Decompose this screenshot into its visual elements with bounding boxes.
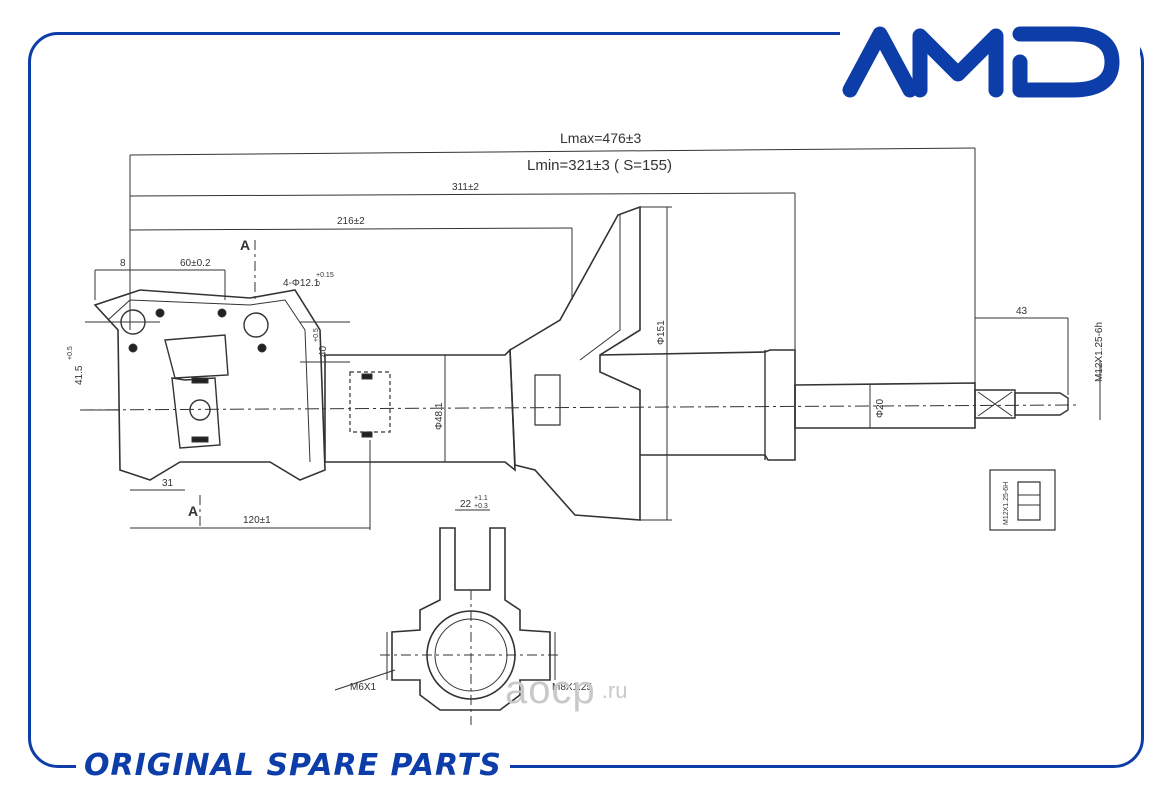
dim-22-tol2-label: +0.3 xyxy=(474,503,488,510)
dim-48-label: Φ48.1 xyxy=(434,402,445,430)
dim-22-tol-label: +1.1 xyxy=(474,495,488,502)
dim-41-5-label: 41.5 xyxy=(74,365,85,385)
thread-top-label: M12X1.25-6h xyxy=(1094,322,1105,382)
dim-311-label: 311±2 xyxy=(452,182,479,193)
strut-tube xyxy=(324,348,516,472)
dim-41-5-tol-label: +0.5 xyxy=(67,346,74,360)
upper-body xyxy=(599,349,796,461)
center-line xyxy=(79,404,1081,411)
dim-43-label: 43 xyxy=(1016,306,1028,317)
watermark-tld: .ru xyxy=(601,677,628,703)
mounting-bracket xyxy=(93,289,326,481)
dim-22-label: 22 xyxy=(460,499,472,510)
lmin-label: Lmin=321±3 ( S=155) xyxy=(527,157,672,174)
watermark: aocp .ru xyxy=(505,668,627,713)
piston-rod xyxy=(794,382,976,429)
dim-40-tol-label: +0.5 xyxy=(313,328,320,342)
dim-60-label: 60±0.2 xyxy=(180,258,211,269)
dim-120-label: 120±1 xyxy=(243,515,271,526)
dim-20-label: Φ20 xyxy=(875,398,886,418)
dim-216-label: 216±2 xyxy=(337,216,365,227)
dim-216-line xyxy=(129,227,573,231)
hole-tol-label: +0.15 xyxy=(316,272,334,279)
watermark-text: aocp xyxy=(505,668,596,712)
amd-logo xyxy=(840,22,1140,100)
section-a-top-label: A xyxy=(240,237,250,253)
m6-label: M6X1 xyxy=(350,682,377,693)
section-a-bottom-label: A xyxy=(188,503,198,519)
dim-31-label: 31 xyxy=(162,478,174,489)
dim-40-label: 40 xyxy=(318,345,329,357)
dim-151-label: Φ151 xyxy=(656,320,667,345)
hole-tol2-label: 0 xyxy=(316,281,320,288)
nut-detail-box xyxy=(989,469,1056,531)
hole-spec-label: 4-Φ12.1 xyxy=(283,278,320,289)
clamp-section-view xyxy=(334,509,560,725)
m8-label: M8X1.25 xyxy=(552,682,592,693)
border-frame xyxy=(28,32,1144,768)
dim-311-line xyxy=(129,192,796,197)
lmax-label: Lmax=476±3 xyxy=(560,130,641,146)
slogan-text: ORIGINAL SPARE PARTS xyxy=(76,748,510,783)
lmax-dimension-line xyxy=(129,147,976,156)
spring-seat xyxy=(509,205,641,521)
dim-8-label: 8 xyxy=(120,258,126,269)
amd-logo-mark xyxy=(842,26,1120,98)
thread-nut-label: M12X1.25-6H xyxy=(1003,482,1010,525)
